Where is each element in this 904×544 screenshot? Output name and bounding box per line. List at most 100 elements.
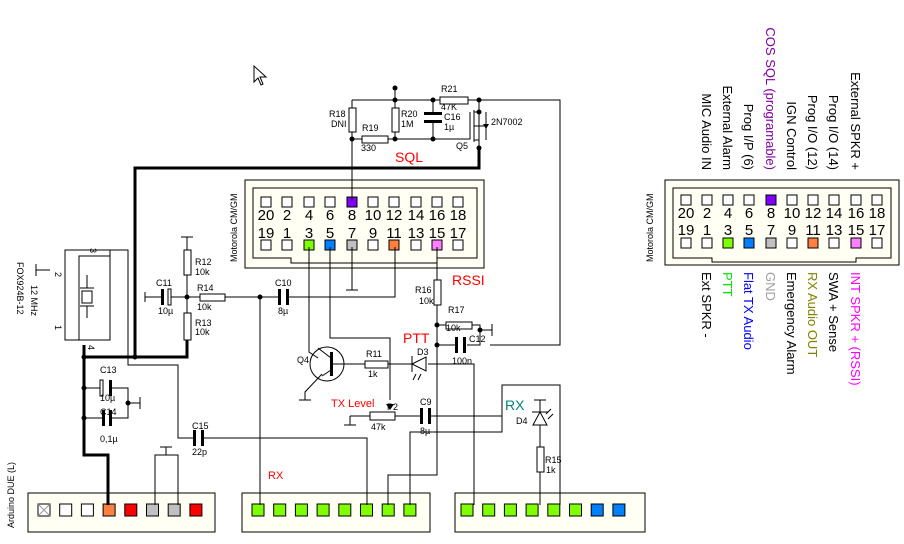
pin-number: 18 xyxy=(450,207,467,224)
header-pin xyxy=(80,503,94,517)
pin-number: 11 xyxy=(805,222,821,239)
pin-number: 14 xyxy=(826,205,843,222)
header-pin xyxy=(569,503,582,517)
junction-dots xyxy=(81,85,483,421)
arduino-name: Arduino DUE (L) xyxy=(6,462,16,528)
rx-led-label: RX xyxy=(505,397,525,413)
pin-20 xyxy=(260,196,272,208)
pin-number: 19 xyxy=(258,225,275,242)
pin-number: 12 xyxy=(805,205,822,222)
c11-ref: C11 xyxy=(156,278,172,288)
pin-function-label: IGN Control xyxy=(784,101,799,170)
pin-2 xyxy=(701,194,713,206)
pin-number: 14 xyxy=(408,207,425,224)
pin-1 xyxy=(281,239,293,251)
r12-ref: R12 xyxy=(195,257,212,267)
r18-value: DNI xyxy=(331,119,347,129)
pin-15 xyxy=(850,237,862,249)
pin-number: 3 xyxy=(724,222,732,239)
c15-value: 22p xyxy=(192,447,207,457)
r21-ref: R21 xyxy=(441,84,458,94)
r16-ref: R16 xyxy=(415,285,432,295)
pin-number: 9 xyxy=(369,225,377,242)
c13-value: 10µ xyxy=(100,393,115,403)
junction-dot xyxy=(476,97,482,103)
p2-value: 47k xyxy=(371,422,386,432)
pin-function-label: RX Audio OUT xyxy=(805,272,820,357)
junction-dot xyxy=(81,354,87,360)
resistor-r11 xyxy=(364,360,389,369)
pin-number: 7 xyxy=(767,222,775,239)
pin-10 xyxy=(367,196,379,208)
header-pin xyxy=(251,503,265,517)
pin-9 xyxy=(367,239,379,251)
led-d4 xyxy=(532,408,554,426)
pin-number: 9 xyxy=(788,222,796,239)
r18-ref: R18 xyxy=(329,109,346,119)
pin-function-label: INT SPKR + (RSSI) xyxy=(848,272,863,386)
pin-16 xyxy=(850,194,862,206)
pin-function-label: Prog I/O (12) xyxy=(805,95,820,170)
pin-19 xyxy=(260,239,272,251)
capacitor-c9 xyxy=(420,408,423,424)
capacitor-c16 xyxy=(424,112,442,115)
header-pin xyxy=(525,503,539,517)
c9-ref: C9 xyxy=(420,397,432,407)
pin-18 xyxy=(871,194,883,206)
c16-value: 1µ xyxy=(444,122,454,132)
q5-ref: Q5 xyxy=(456,141,468,151)
c11-value: 10µ xyxy=(158,306,173,316)
pin-number: 13 xyxy=(826,222,843,239)
r11-value: 1k xyxy=(368,369,378,379)
r17-ref: R17 xyxy=(448,305,465,315)
pin-17 xyxy=(452,239,464,251)
junction-dot xyxy=(184,294,190,300)
c12-value: 100n xyxy=(452,356,472,366)
c16-ref: C16 xyxy=(444,112,461,122)
pin-3 xyxy=(722,237,734,249)
crystal-pin-2: 2 xyxy=(53,272,63,277)
header-pin xyxy=(124,503,138,517)
junction-dot xyxy=(477,327,483,333)
c10-value: 8µ xyxy=(278,306,288,316)
pin-number: 16 xyxy=(848,205,865,222)
pin-number: 8 xyxy=(348,207,356,224)
r13-value: 10k xyxy=(195,327,210,337)
header-pin xyxy=(460,503,474,517)
resistor-r16 xyxy=(433,279,442,306)
header-pin xyxy=(102,503,116,517)
r16-value: 10k xyxy=(419,296,434,306)
pin-number: 12 xyxy=(386,207,403,224)
q4-ref: Q4 xyxy=(297,355,309,365)
c10-ref: C10 xyxy=(275,278,292,288)
capacitors xyxy=(99,112,466,446)
diodes xyxy=(410,356,554,426)
junction-dot xyxy=(125,400,131,406)
resistor-r15 xyxy=(536,446,545,473)
pin-number: 1 xyxy=(703,222,711,239)
pin-number: 13 xyxy=(408,225,425,242)
capacitor-c11 xyxy=(161,289,164,305)
potentiometer-p2 xyxy=(369,411,396,421)
header-pin xyxy=(294,503,308,517)
resistor-r13 xyxy=(183,312,192,341)
c14-value: 0,1µ xyxy=(100,434,118,444)
resistor-r12 xyxy=(183,249,192,276)
pin-function-label: Ext SPKR - xyxy=(699,272,714,338)
pin-2 xyxy=(281,196,293,208)
header-pin xyxy=(381,503,395,517)
pin-number: 2 xyxy=(703,205,711,222)
header-pin xyxy=(590,503,604,517)
capacitor-c15 xyxy=(193,430,196,446)
pin-number: 7 xyxy=(348,225,356,242)
r15-ref: R15 xyxy=(545,455,562,465)
header-pin xyxy=(59,503,73,517)
pin-number: 15 xyxy=(429,225,446,242)
rx-label: RX xyxy=(268,470,284,482)
junction-dot xyxy=(430,136,436,142)
pin-function-label: PTT xyxy=(720,272,735,297)
resistor-r18 xyxy=(348,107,357,133)
capacitor-c14 xyxy=(102,410,105,426)
